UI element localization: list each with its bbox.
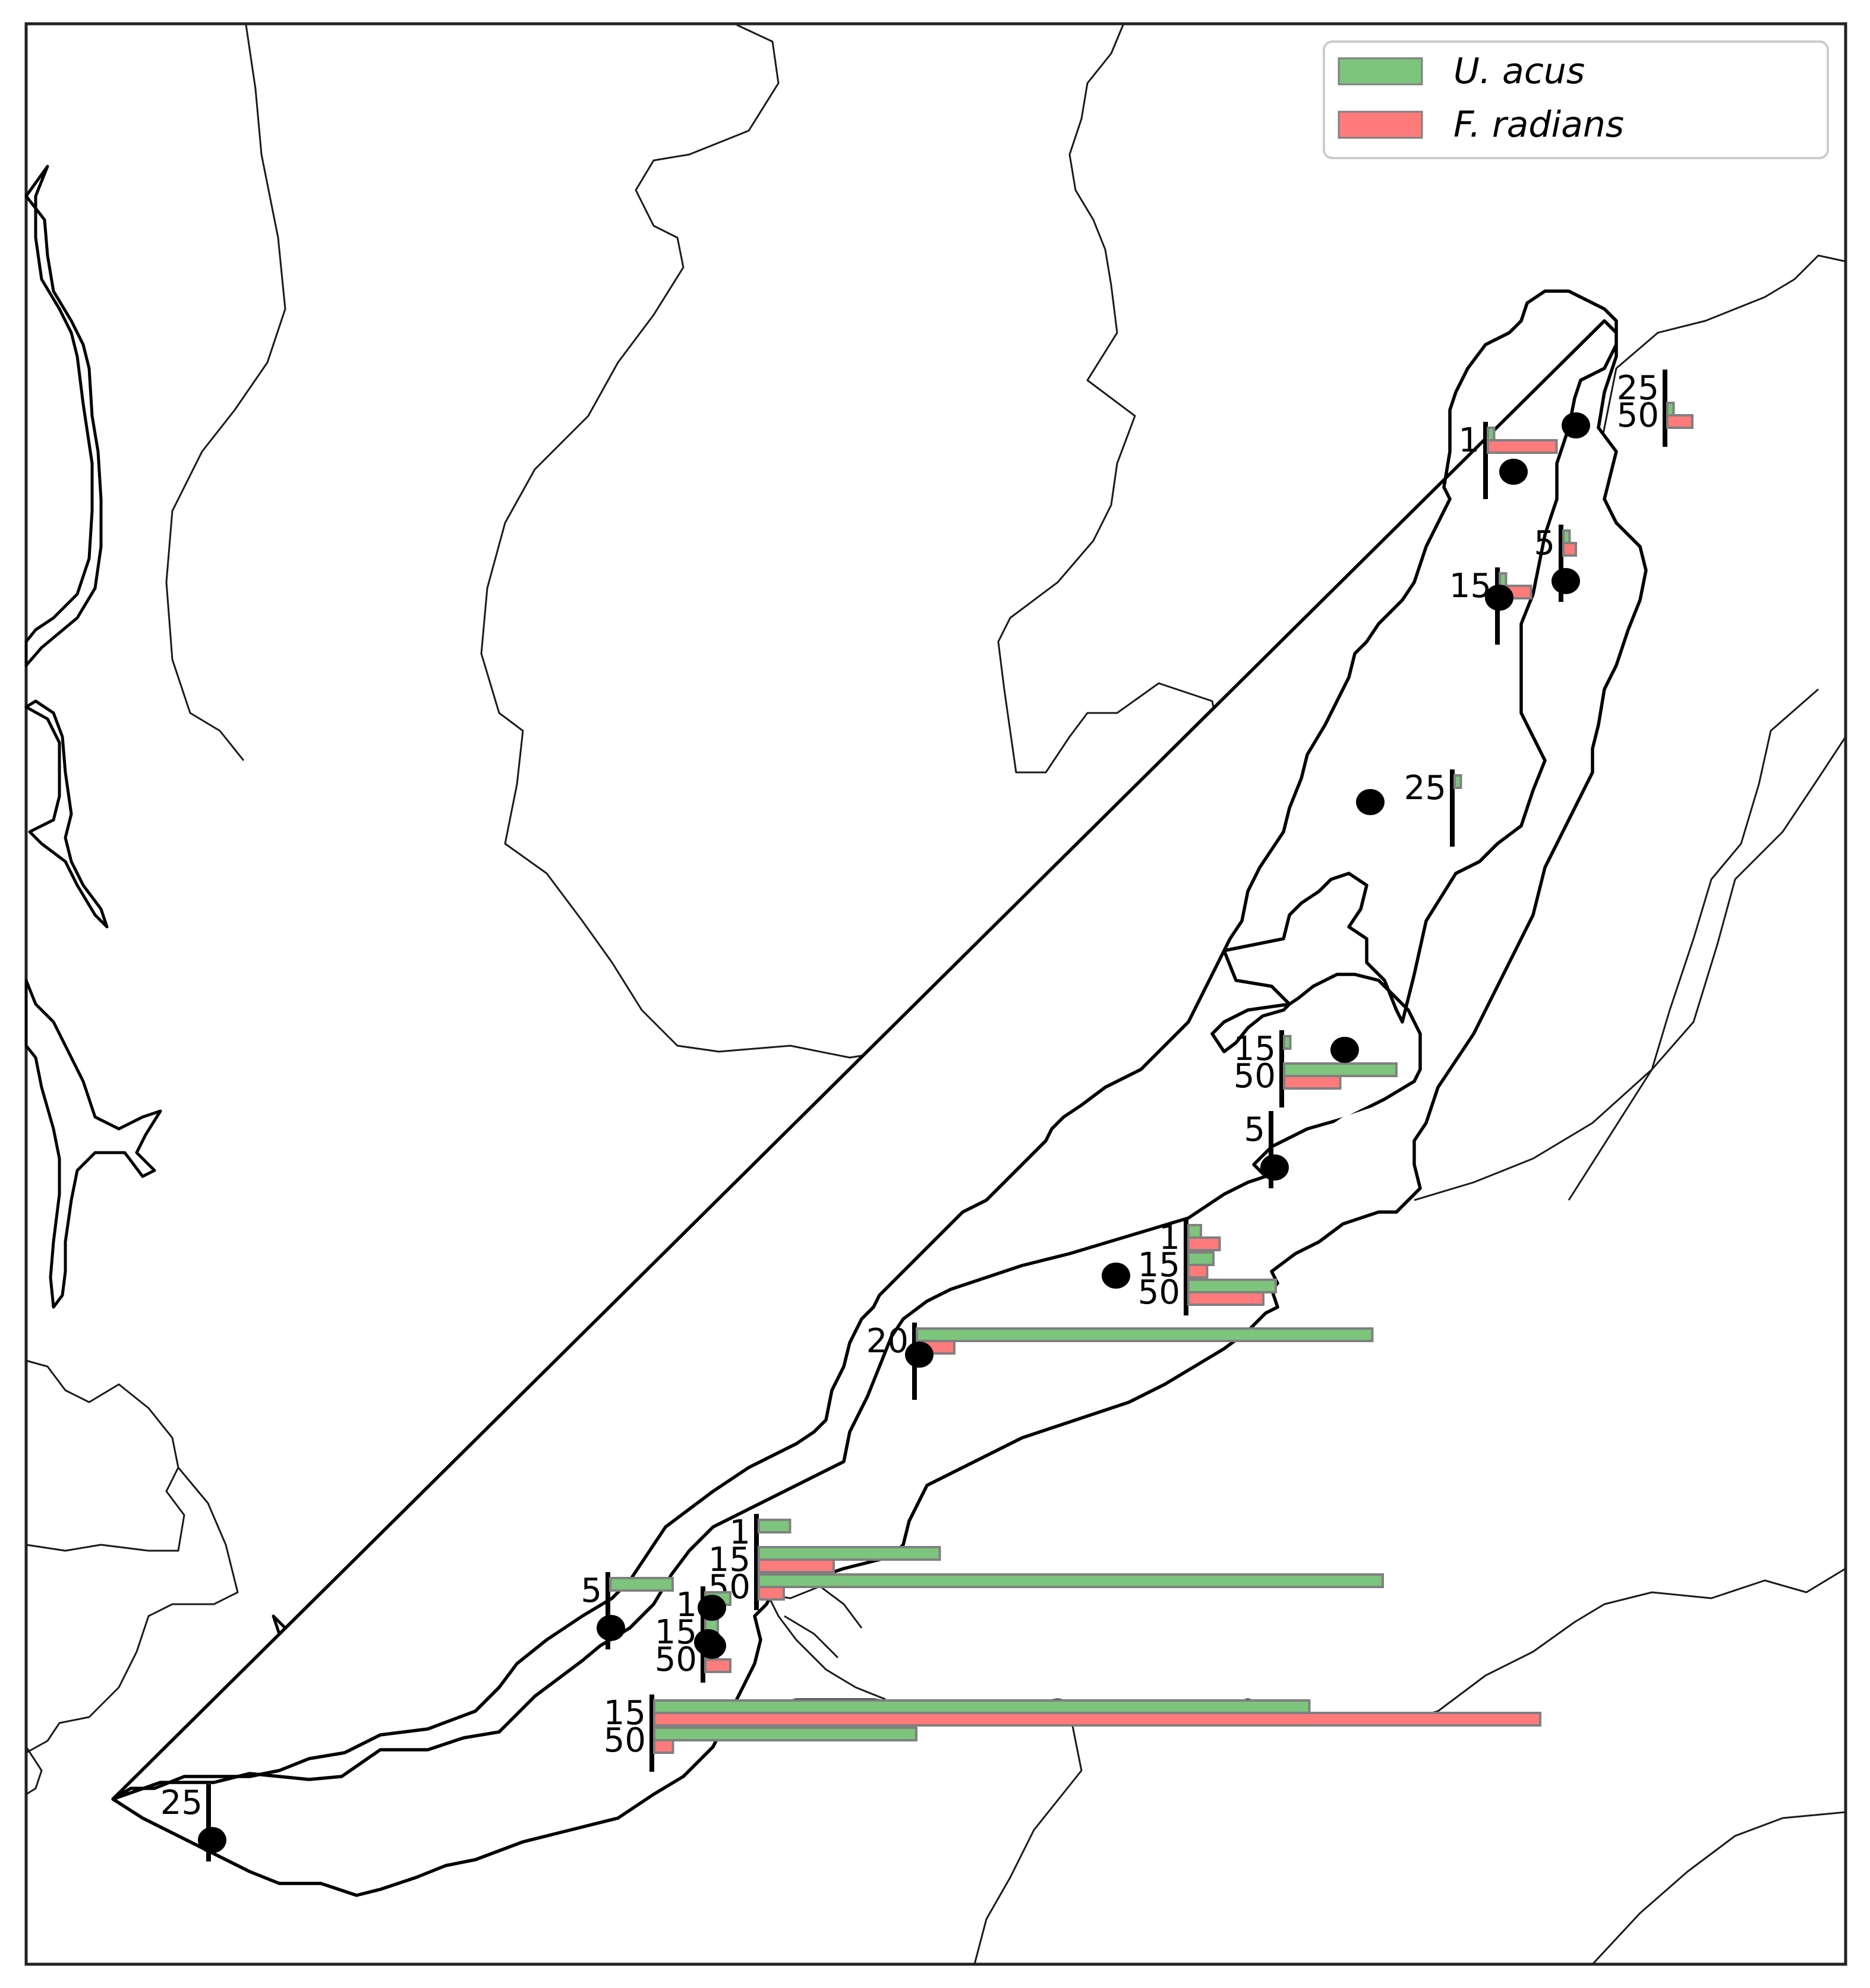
station-marker xyxy=(905,1342,934,1368)
station-marker xyxy=(597,1615,625,1641)
depth-label: 25 xyxy=(160,1784,203,1822)
legend-label-u-acus: U. acus xyxy=(1453,51,1585,92)
bar-f-radians xyxy=(653,1712,1541,1727)
bar-f-radians xyxy=(758,1586,785,1601)
bar-u-acus xyxy=(1283,1035,1292,1050)
lake-baikal xyxy=(111,289,1648,1897)
station-marker xyxy=(198,1827,226,1853)
boundary-line xyxy=(1597,254,1846,458)
legend-label-f-radians: F. radians xyxy=(1453,104,1624,146)
bar-u-acus xyxy=(1562,529,1571,544)
station-s4: 15 xyxy=(1449,567,1532,645)
bar-u-acus xyxy=(1666,402,1675,416)
bar-u-acus xyxy=(758,1573,1384,1588)
station-s5: 25 xyxy=(1356,769,1462,847)
station-s9: 20 xyxy=(866,1322,1374,1400)
bar-u-acus xyxy=(653,1727,917,1741)
legend: U. acus F. radians xyxy=(1323,40,1829,159)
bar-f-radians xyxy=(653,1739,674,1754)
bar-f-radians xyxy=(1562,542,1577,557)
boundary-line xyxy=(1414,736,1847,1201)
bar-f-radians xyxy=(1283,1075,1342,1090)
lake-inner-island xyxy=(1295,1093,1414,1165)
boundary-line xyxy=(973,1711,1083,1965)
station-marker xyxy=(1485,585,1513,611)
depth-label: 25 xyxy=(1617,369,1659,408)
bar-u-acus xyxy=(1187,1251,1215,1266)
boundary-line xyxy=(25,1746,43,1795)
depth-label: 1 xyxy=(729,1513,750,1552)
bar-u-acus xyxy=(1187,1279,1277,1293)
bar-u-acus xyxy=(916,1327,1374,1342)
depth-label: 50 xyxy=(1234,1057,1276,1096)
depth-label: 5 xyxy=(581,1572,602,1610)
bar-u-acus xyxy=(758,1519,791,1533)
boundary-line xyxy=(1568,688,1819,1201)
station-s11: 5 xyxy=(581,1572,674,1649)
depth-label: 50 xyxy=(604,1721,646,1760)
river-channel xyxy=(24,699,109,929)
station-marker xyxy=(1330,1037,1359,1063)
bar-f-radians xyxy=(1187,1236,1221,1251)
station-marker xyxy=(1356,789,1385,815)
station-marker xyxy=(1499,459,1528,485)
station-s3: 5 xyxy=(1534,524,1580,602)
legend-swatch-u-acus xyxy=(1338,57,1423,86)
bar-u-acus xyxy=(609,1577,674,1592)
bar-f-radians xyxy=(1187,1291,1264,1306)
station-marker xyxy=(694,1629,723,1655)
legend-swatch-f-radians xyxy=(1338,111,1423,139)
bar-u-acus xyxy=(1283,1062,1398,1077)
station-s14: 25 xyxy=(160,1784,226,1861)
depth-label: 5 xyxy=(1244,1110,1265,1149)
depth-label: 50 xyxy=(1138,1273,1180,1312)
bar-u-acus xyxy=(1487,427,1496,441)
depth-label: 15 xyxy=(1449,567,1491,605)
bar-f-radians xyxy=(1487,439,1558,454)
boundary-line xyxy=(26,1467,239,1754)
boundary-line xyxy=(759,1580,886,1700)
depth-label: 50 xyxy=(1617,396,1659,435)
bar-u-acus xyxy=(653,1699,1311,1714)
depth-label: 15 xyxy=(708,1541,750,1579)
bar-u-acus xyxy=(758,1546,941,1561)
depth-label: 20 xyxy=(866,1322,909,1361)
bar-u-acus xyxy=(1499,572,1508,587)
station-marker xyxy=(1102,1263,1130,1289)
boundary-line xyxy=(165,24,286,761)
station-s7: 5 xyxy=(1244,1110,1289,1188)
depth-label: 5 xyxy=(1534,524,1555,563)
depth-label: 15 xyxy=(655,1613,697,1652)
depth-label: 15 xyxy=(1234,1030,1276,1068)
depth-label: 1 xyxy=(1458,421,1480,460)
station-marker xyxy=(698,1595,726,1621)
river-channel xyxy=(24,165,103,667)
station-s2: 1 xyxy=(1458,421,1558,499)
depth-label: 1 xyxy=(676,1586,697,1624)
bar-f-radians xyxy=(1666,414,1694,429)
depth-label: 15 xyxy=(1138,1246,1180,1285)
depth-label: 1 xyxy=(1159,1219,1180,1257)
station-marker xyxy=(1562,412,1590,438)
boundary-line xyxy=(1591,1811,1846,1965)
bar-f-radians xyxy=(704,1658,731,1673)
depth-label: 25 xyxy=(1404,769,1446,807)
depth-label: 50 xyxy=(655,1640,697,1679)
bar-f-radians xyxy=(758,1558,835,1573)
river-channel xyxy=(24,979,162,1309)
bar-u-acus xyxy=(1187,1224,1202,1239)
depth-label: 15 xyxy=(604,1694,646,1733)
station-marker xyxy=(1260,1154,1289,1181)
legend-frame xyxy=(1323,40,1829,159)
bar-f-radians xyxy=(1187,1264,1209,1279)
station-marker xyxy=(1551,568,1580,594)
bar-u-acus xyxy=(1453,774,1462,789)
